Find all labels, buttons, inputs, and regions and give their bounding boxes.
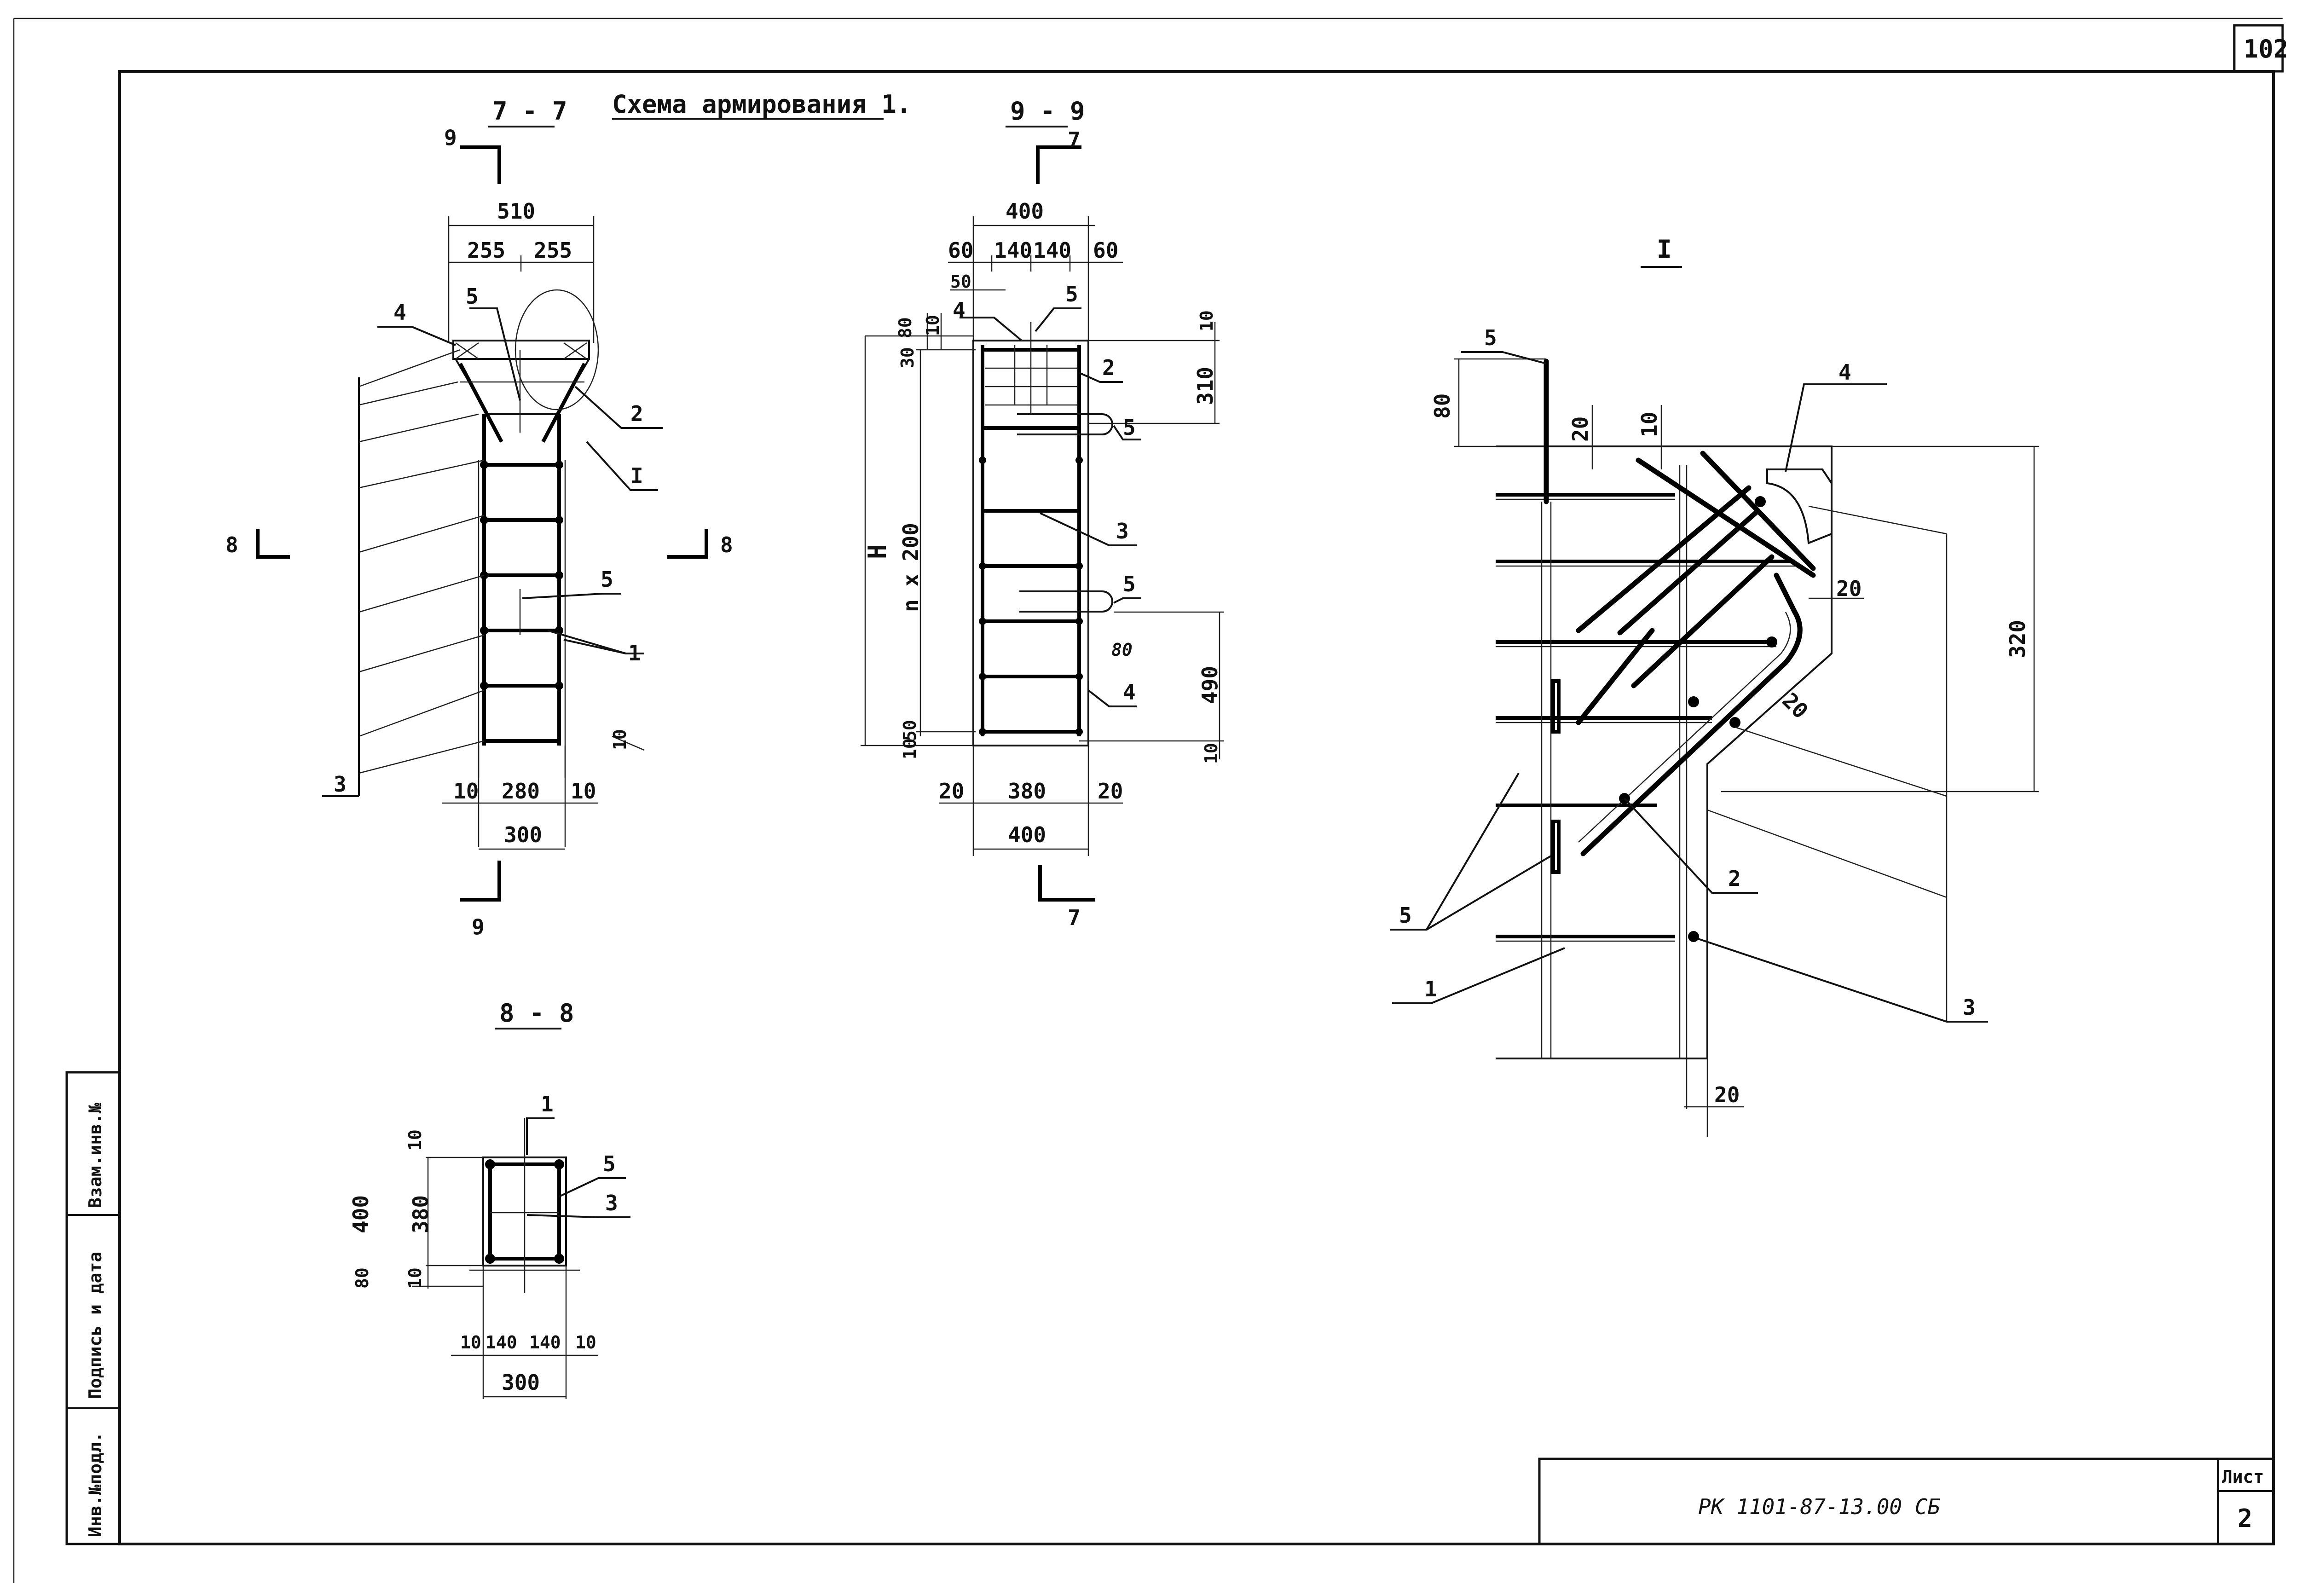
dim-320: 320: [2005, 620, 2030, 658]
dim-140-a: 140: [994, 238, 1032, 263]
callout-5-lower: 5: [1123, 572, 1136, 596]
dim-510: 510: [497, 199, 535, 224]
callout-5: 5: [603, 1151, 616, 1176]
dim-20-right: 20: [1836, 576, 1862, 601]
dim-30-small: 30: [897, 347, 918, 368]
dim-20-diag: 20: [1777, 688, 1813, 723]
callout-2: 2: [630, 401, 643, 426]
cut-7-top-label: 7: [1068, 127, 1081, 152]
dim-10-bottom: 10: [405, 1267, 425, 1289]
dim-490: 490: [1197, 666, 1222, 704]
callout-2: 2: [1102, 355, 1115, 380]
dim-80: 80: [352, 1267, 372, 1289]
sheet-frame: [13, 17, 2284, 1583]
dim-10-vertical: 10: [610, 729, 630, 750]
callout-5-mid: 5: [1123, 415, 1136, 440]
callout-3: 3: [334, 772, 347, 797]
callout-3: 3: [1116, 519, 1129, 544]
callout-4: 4: [1838, 360, 1851, 385]
dim-10-left: 10: [453, 779, 479, 804]
dim-10-left: 10: [460, 1332, 481, 1353]
dim-310: 310: [1193, 367, 1218, 405]
cut-8-right-label: 8: [720, 532, 733, 557]
dim-400: 400: [348, 1195, 373, 1233]
node-I-title: I: [1657, 235, 1672, 264]
dim-400-bottom: 400: [1008, 822, 1046, 847]
dim-10-right-bottom: 10: [1201, 743, 1221, 764]
dim-10-right-top: 10: [1197, 310, 1217, 331]
callout-5b: 5: [601, 567, 613, 592]
cut-7-bottom-label: 7: [1068, 905, 1081, 930]
callout-1: 1: [1424, 977, 1437, 1001]
dim-60-right: 60: [1093, 238, 1118, 263]
dim-60-left: 60: [948, 238, 973, 263]
dim-255-right: 255: [534, 238, 572, 263]
section-8-8-title: 8 - 8: [499, 999, 574, 1028]
section-8-8: 8 - 8 10 400 380 80 10 1 5 3 10 140 140 …: [348, 999, 630, 1399]
callout-2: 2: [1728, 866, 1741, 891]
callout-3: 3: [605, 1191, 618, 1215]
stamp-vzam-inv: Взам.инв.№: [85, 1103, 105, 1208]
title-block-sheet-no: 2: [2237, 1504, 2253, 1533]
dim-n-x-200: n x 200: [898, 523, 923, 612]
dim-50: 50: [950, 272, 971, 292]
callout-5: 5: [466, 284, 479, 309]
dim-140-b: 140: [1033, 238, 1071, 263]
dim-400-top: 400: [1006, 199, 1044, 224]
callout-5-lower: 5: [1399, 903, 1412, 928]
section-7-7-title: 7 - 7: [492, 97, 567, 126]
dim-255-left: 255: [467, 238, 505, 263]
section-9-9-title: 9 - 9: [1010, 97, 1085, 126]
callout-4-top: 4: [953, 298, 965, 323]
callout-1: 1: [628, 641, 641, 665]
cut-8-left-label: 8: [225, 532, 238, 557]
node-I: I: [1390, 235, 2039, 1137]
dim-280: 280: [502, 779, 540, 804]
cut-9-top-label: 9: [444, 125, 457, 150]
dim-10-right: 10: [571, 779, 596, 804]
dim-380: 380: [408, 1195, 433, 1233]
cut-9-bottom-label: 9: [472, 914, 485, 939]
dim-20-top: 20: [1568, 416, 1593, 442]
section-7-7: 7 - 7 9 9 8 8 510 255 255: [225, 97, 733, 939]
dim-10: 10: [1637, 412, 1662, 437]
callout-4: 4: [393, 300, 406, 325]
stamp-podpis-data: Подпись и дата: [85, 1252, 105, 1399]
callout-1: 1: [541, 1092, 554, 1116]
dim-20-right: 20: [1098, 779, 1123, 804]
stamp-inv-podl: Инв.№подл.: [85, 1432, 105, 1537]
title-block-code: РК 1101-87-13.00 СБ: [1698, 1494, 1940, 1519]
dim-10-small-a: 10: [923, 315, 943, 336]
dim-10-top: 10: [405, 1129, 425, 1151]
sheet-number-top: 102: [2243, 35, 2289, 64]
dim-20-bottom: 20: [1714, 1082, 1740, 1107]
title-block-sheet-label: Лист: [2222, 1467, 2264, 1487]
dim-380: 380: [1008, 779, 1046, 804]
callout-5-top: 5: [1484, 325, 1497, 350]
dim-20-left: 20: [939, 779, 964, 804]
dim-H: H: [863, 544, 892, 559]
dim-10-right: 10: [575, 1332, 596, 1353]
callout-node-I: I: [630, 463, 643, 488]
callout-4-lower: 4: [1123, 680, 1136, 705]
section-9-9: 9 - 9 7 7 400 60 140 140 60 50: [861, 97, 1224, 930]
dim-50-bottom: 50: [900, 720, 920, 741]
drawing-title: Схема армирования 1.: [612, 90, 911, 119]
dim-80: 80: [1430, 393, 1455, 419]
dim-80-right: 80: [1111, 640, 1133, 660]
dim-300: 300: [504, 822, 542, 847]
dim-140-b: 140: [529, 1332, 561, 1353]
dim-80-small: 80: [895, 317, 915, 338]
dim-140-a: 140: [486, 1332, 517, 1353]
dim-10-bottom: 10: [900, 738, 920, 759]
callout-3: 3: [1963, 995, 1976, 1020]
dim-300: 300: [502, 1370, 540, 1395]
callout-5-top: 5: [1065, 282, 1078, 306]
